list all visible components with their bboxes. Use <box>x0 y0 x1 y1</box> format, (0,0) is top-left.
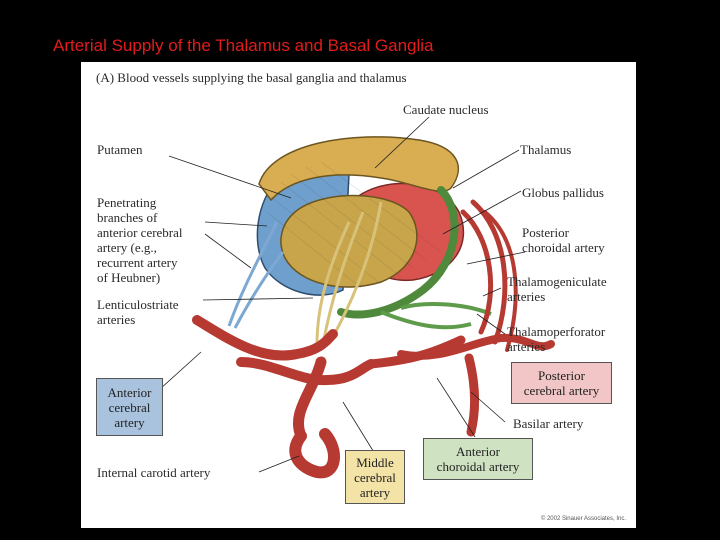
choroidal-branches <box>380 302 492 330</box>
choroidal-artery-path <box>337 186 459 319</box>
box-posterior-cerebral-artery: Posterior cerebral artery <box>511 362 612 404</box>
box-anterior-cerebral-artery: Anterior cerebral artery <box>96 378 163 436</box>
panel-caption: (A) Blood vessels supplying the basal ga… <box>96 70 407 85</box>
label-basilar-artery: Basilar artery <box>513 416 584 431</box>
label-internal-carotid-artery: Internal carotid artery <box>97 465 211 480</box>
box-anterior-choroidal-artery: Anterior choroidal artery <box>423 438 533 480</box>
label-putamen: Putamen <box>97 142 143 157</box>
box-middle-cerebral-artery: Middle cerebral artery <box>345 450 405 504</box>
posterior-arteries <box>460 199 518 352</box>
label-thalamus: Thalamus <box>520 142 572 157</box>
anatomy-figure: (A) Blood vessels supplying the basal ga… <box>81 62 636 528</box>
anatomy-illustration <box>138 116 555 479</box>
label-posterior-choroidal-artery: Posterior choroidal artery <box>522 225 605 255</box>
penetrating-branches <box>227 221 285 329</box>
label-caudate-nucleus: Caudate nucleus <box>403 102 489 117</box>
copyright-notice: © 2002 Sinauer Associates, Inc. <box>540 516 626 522</box>
label-thalamogeniculate-arteries: Thalamogeniculate arteries <box>507 274 607 304</box>
label-globus-pallidus: Globus pallidus <box>522 185 604 200</box>
leader-lines <box>138 116 526 473</box>
caudate-shape <box>258 136 460 202</box>
label-thalamoperforator-arteries: Thalamoperforator arteries <box>507 324 606 354</box>
slide-title: Arterial Supply of the Thalamus and Basa… <box>53 36 434 55</box>
label-lenticulostriate-arteries: Lenticulostriate arteries <box>97 297 179 327</box>
internal-carotid-shape <box>289 428 340 479</box>
label-penetrating-branches: Penetrating branches of anterior cerebra… <box>97 195 183 285</box>
circle-of-willis <box>192 315 555 442</box>
